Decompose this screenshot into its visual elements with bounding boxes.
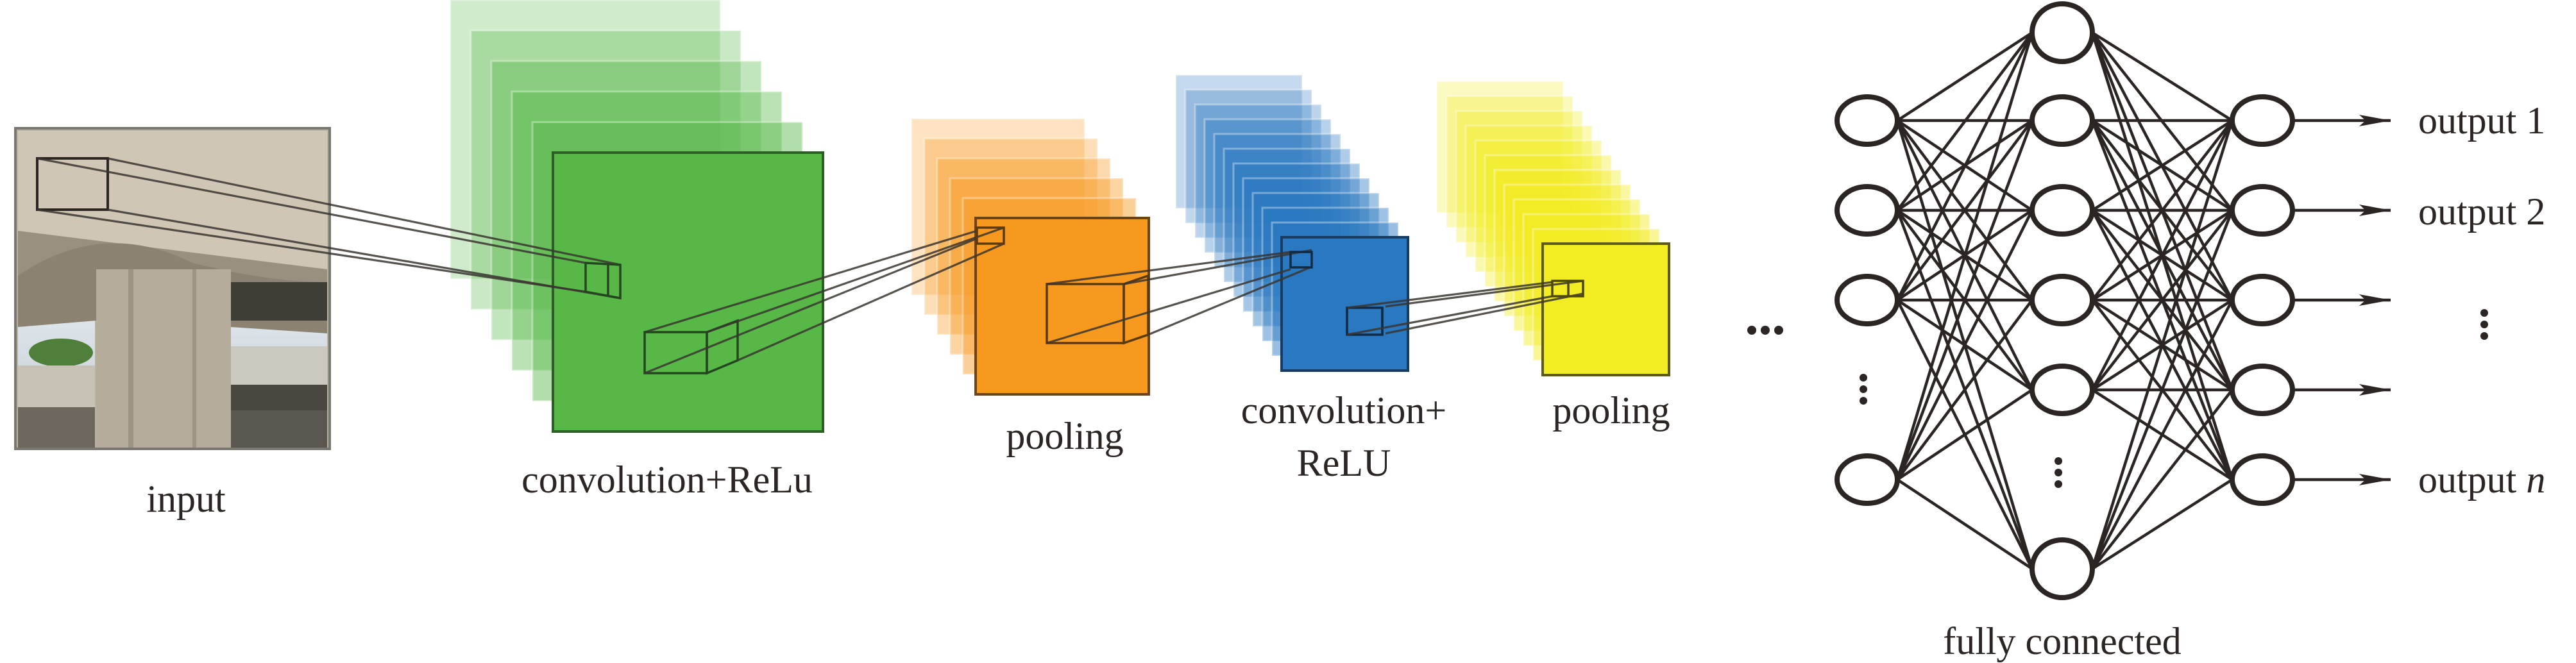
hidden-layer-node: [2029, 274, 2095, 326]
conv2-front-map: [1280, 236, 1409, 372]
fc-edge: [2091, 119, 2233, 212]
connector-conv2-to-pool2: [1346, 280, 1584, 336]
fc-edge: [2091, 209, 2233, 391]
input-layer-ellipsis-dot: [1860, 374, 1867, 382]
fc-edge: [1895, 31, 2034, 301]
input-layer-node: [1835, 184, 1900, 237]
fc-edge: [1896, 31, 2033, 212]
hidden-layer-ellipsis-dot: [2055, 457, 2062, 465]
arrowhead-icon: [2359, 384, 2391, 396]
pool2-feature-map: [1445, 95, 1574, 229]
output-layer-node: [2230, 364, 2295, 416]
input-layer-node: [1835, 274, 1900, 326]
fc-edge: [2091, 299, 2233, 570]
conv2-kernel-box: [1289, 251, 1313, 269]
input-image: [14, 127, 331, 450]
hidden-layer-node: [2029, 537, 2095, 600]
pool2-stack: [1436, 80, 1670, 376]
fc-edge: [1896, 119, 2033, 301]
fc-edge: [2091, 389, 2233, 570]
pool2-kernel-box: [1551, 280, 1584, 298]
fc-vertical-ellipses: [1860, 374, 2062, 488]
fc-edge: [1896, 31, 2033, 122]
hidden-layer-node: [2029, 364, 2095, 416]
input-layer-node: [1835, 94, 1900, 147]
pool2-feature-map: [1464, 124, 1593, 258]
output-layer-node: [2230, 274, 2295, 326]
conv2-stack: [1174, 74, 1409, 372]
fc-edge: [1896, 299, 2033, 481]
conv2-feature-map: [1174, 74, 1303, 210]
arrowhead-icon: [2359, 115, 2391, 126]
output-layer-node: [2230, 94, 2295, 147]
conv1-stack: [449, 0, 824, 433]
connector-pool1-to-conv2: [1046, 249, 1312, 345]
output-n-label: output n: [2418, 458, 2545, 501]
outputs-vertical-ellipsis-icon: [2480, 309, 2488, 340]
arrowhead-icon: [2359, 474, 2391, 485]
fc-edge: [2090, 210, 2234, 569]
fc-edge: [2091, 478, 2233, 570]
fc-edge: [2091, 31, 2233, 122]
fc-edge: [1895, 120, 2034, 480]
output-2-label: output 2: [2418, 190, 2545, 233]
hidden-layer-ellipsis-dot: [2055, 469, 2062, 476]
hidden-layer-node: [2029, 1, 2095, 64]
pool2-feature-map: [1455, 110, 1584, 244]
pool1-kernel-box: [976, 226, 1005, 245]
fc-edge: [2090, 120, 2234, 569]
output-n-prefix: output: [2418, 458, 2526, 501]
input-layer-ellipsis-dot: [1860, 397, 1867, 405]
conv1-label: convolution+ReLu: [521, 458, 813, 501]
fc-output-arrows: [2292, 115, 2391, 485]
output-n-italic: n: [2526, 458, 2545, 501]
output-layer-node: [2230, 184, 2295, 237]
fc-edges: [1895, 31, 2234, 570]
fc-edge: [1895, 209, 2034, 481]
fc-edge: [1896, 478, 2033, 570]
pool2-feature-map: [1436, 80, 1564, 214]
conv2-label-line2: ReLU: [1297, 442, 1391, 484]
conv1-kernel-box: [584, 262, 622, 300]
fc-edge: [2091, 119, 2233, 391]
fc-edge: [1895, 32, 2034, 480]
arrowhead-icon: [2359, 205, 2391, 216]
ellipsis-icon: [1747, 326, 1783, 335]
connector-input-to-conv1: [37, 157, 621, 299]
fc-edge: [2091, 119, 2233, 301]
conv2-feature-map: [1184, 88, 1313, 224]
connector-conv1-to-pool1: [643, 226, 1004, 375]
fc-nodes: [1835, 1, 2295, 600]
output-layer-node: [2230, 453, 2295, 506]
pool2-front-map: [1541, 242, 1670, 376]
fc-edge: [1896, 389, 2033, 481]
input-label: input: [146, 478, 226, 520]
hidden-layer-node: [2029, 94, 2095, 147]
feature-map-stacks: [449, 0, 1670, 433]
conv2-feature-map: [1194, 103, 1323, 239]
conv2-feature-map: [1203, 118, 1332, 254]
conv2-label-line1: convolution+: [1241, 389, 1446, 432]
input-layer-node: [1835, 453, 1900, 506]
fully-connected-label: fully connected: [1943, 620, 2182, 662]
arrowhead-icon: [2359, 294, 2391, 306]
pool1-stack: [910, 117, 1150, 396]
pool1-label: pooling: [1006, 415, 1123, 457]
pool2-label: pooling: [1552, 389, 1670, 432]
hidden-layer-ellipsis-dot: [2055, 480, 2062, 488]
hidden-layer-node: [2029, 184, 2095, 237]
output-1-label: output 1: [2418, 99, 2545, 142]
input-layer-ellipsis-dot: [1860, 385, 1867, 393]
